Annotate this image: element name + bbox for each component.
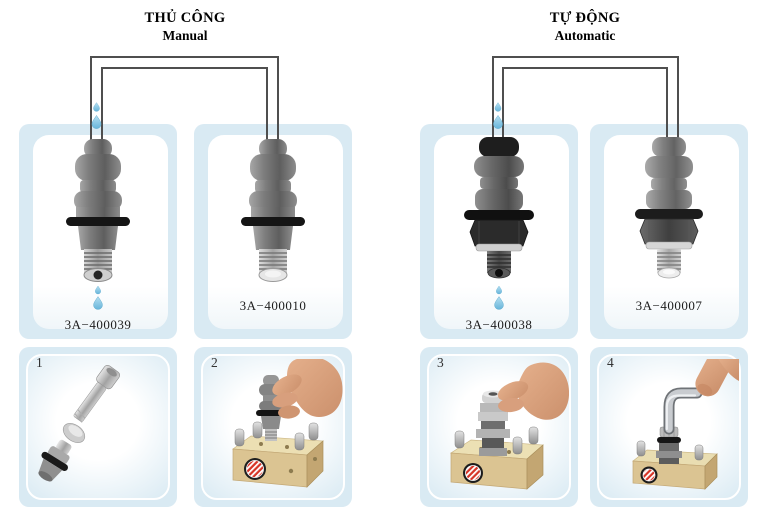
automatic-header: TỰ ĐỘNG Automatic [475,10,695,43]
manifold-block [232,421,324,488]
pressing-finger [695,359,739,397]
elbow-tube-press-photo [632,359,739,490]
manual-subtitle: Manual [162,27,208,43]
automatic-subtitle: Automatic [554,27,616,43]
manifold-block [449,426,544,490]
step-number-4: 4 [607,355,614,370]
step-panel-1: 1 [19,347,177,507]
automatic-install-photo [449,362,569,490]
cap-screw-part [73,364,120,423]
step-number-1: 1 [36,355,43,370]
exploded-parts-photo [38,364,120,482]
product-panel-2: 3A−400010 [194,124,352,339]
fitting-being-installed [476,390,510,456]
bent-grease-tube [663,387,703,435]
hand [497,362,569,420]
step-number-3: 3 [437,355,444,370]
manual-header: THỦ CÔNG Manual [75,10,295,43]
grease-fitting-400038-image [464,137,534,279]
automatic-title: TỰ ĐỘNG [549,10,621,26]
fitting-body-part [38,439,72,482]
part-number-2: 3A−400010 [239,298,307,313]
grease-fitting-400010-image [241,139,305,282]
grease-fitting-400007-image [635,137,703,279]
part-number-3: 3A−400038 [465,317,533,332]
step-panel-3: 3 [420,347,578,507]
manual-title: THỦ CÔNG [144,10,226,26]
washer-part [62,423,86,443]
grease-fitting-400039-image [66,139,130,282]
step-panel-4: 4 [590,347,748,507]
manual-install-photo [232,359,343,488]
step-panel-2: 2 [194,347,352,507]
hand [272,359,343,419]
part-number-1: 3A−400039 [64,317,132,332]
step-number-2: 2 [211,355,218,370]
part-number-4: 3A−400007 [635,298,703,313]
